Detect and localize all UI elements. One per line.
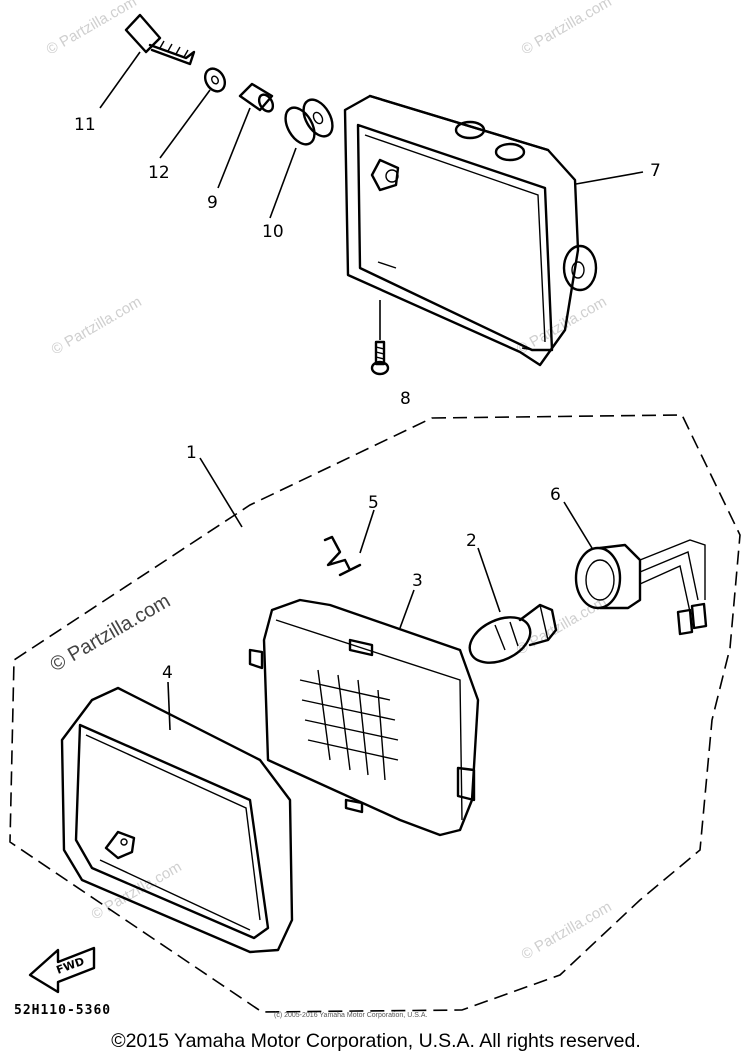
callout-1: 1 [186,443,197,463]
watermark: © Partzilla.com [519,898,615,963]
callout-10: 10 [262,222,284,242]
part-4-rim [60,686,294,954]
copyright-notice: ©2015 Yamaha Motor Corporation, U.S.A. A… [111,1030,641,1052]
watermark-large: © Partzilla.com [47,590,175,676]
part-9-collar [238,82,275,113]
fwd-arrow-icon: FWD [28,946,96,994]
part-5-clip [323,535,362,577]
part-6-socket [574,539,708,636]
callout-2: 2 [466,531,477,551]
callout-7: 7 [650,161,661,181]
watermark: © Partzilla.com [519,0,615,58]
callout-4: 4 [162,663,173,683]
callout-5: 5 [368,493,379,513]
callout-9: 9 [207,193,218,213]
callout-8: 8 [400,389,411,409]
callout-6: 6 [550,485,561,505]
watermark: © Partzilla.com [89,858,185,923]
part-12-washer [203,67,227,93]
callout-numbers: 11 12 9 10 7 8 1 5 6 2 3 4 [74,115,661,683]
assembly-1-outline [9,414,741,1013]
part-7-housing [343,94,598,367]
drawing-code: 52H110-5360 [14,1003,112,1018]
watermark: © Partzilla.com [49,293,145,358]
part-3-sealed-beam [248,598,480,837]
inner-copyright: (c) 2005-2016 Yamaha Motor Corporation, … [274,1012,428,1019]
callout-12: 12 [148,163,170,183]
part-2-bulb [468,603,558,664]
part-11-bolt [124,13,196,66]
leader-lines [99,51,644,731]
part-8-screw [370,340,390,376]
callout-11: 11 [74,115,96,135]
callout-3: 3 [412,571,423,591]
part-10-grommet [284,98,334,146]
